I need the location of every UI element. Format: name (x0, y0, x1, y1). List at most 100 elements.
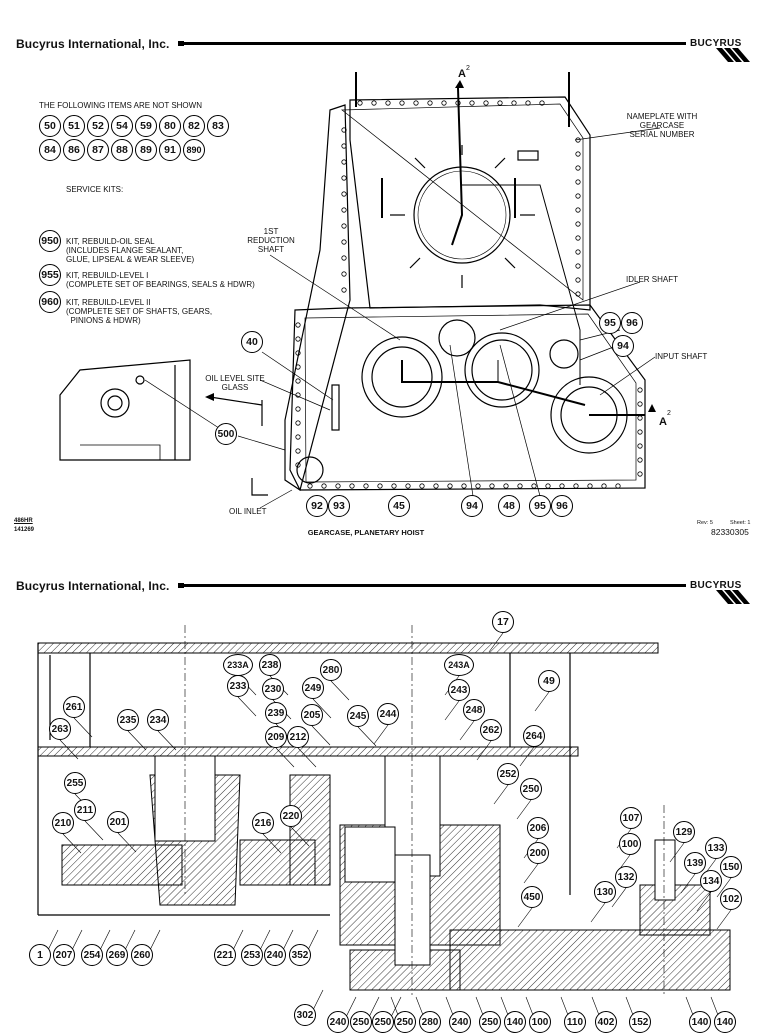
section-callout-220: 220 (280, 805, 302, 827)
not-shown-item-83: 83 (207, 115, 229, 137)
not-shown-item-54: 54 (111, 115, 133, 137)
section-callout-212: 212 (287, 726, 309, 748)
section-callout-129: 129 (673, 821, 695, 843)
section-callout-253: 253 (241, 944, 263, 966)
company-name-2: Bucyrus International, Inc. (16, 579, 170, 593)
first-reduction-shaft-label: 1ST REDUCTION SHAFT (247, 227, 295, 254)
gearcase-sheet: Bucyrus International, Inc. BUCYRUS THE … (14, 37, 751, 537)
planetary-section-drawing (37, 625, 732, 1024)
section-marker-right-sup: 2 (667, 410, 671, 417)
callout-95-right: 95 (599, 312, 621, 334)
section-callout-140: 140 (714, 1011, 736, 1033)
kit-960-callout: 960 (39, 291, 61, 313)
section-marker-top: A (458, 68, 466, 80)
section-callout-260: 260 (131, 944, 153, 966)
kit-955-text: KIT, REBUILD-LEVEL I (COMPLETE SET OF BE… (66, 271, 255, 289)
callout-48: 48 (498, 495, 520, 517)
section-view-sheet: Bucyrus International, Inc. BUCYRUS (0, 555, 768, 1033)
section-callout-110: 110 (564, 1011, 586, 1033)
section-callout-243: 243 (448, 679, 470, 701)
not-shown-heading: THE FOLLOWING ITEMS ARE NOT SHOWN (39, 101, 202, 110)
section-callout-239: 239 (265, 702, 287, 724)
not-shown-item-50: 50 (39, 115, 61, 137)
section-callout-255: 255 (64, 772, 86, 794)
section-callout-230: 230 (262, 678, 284, 700)
bucyrus-logo-icon-2 (716, 590, 750, 604)
section-callout-352: 352 (289, 944, 311, 966)
section-callout-269: 269 (106, 944, 128, 966)
section-callout-102: 102 (720, 888, 742, 910)
drawing-number: 82330305 (711, 527, 749, 537)
section-callout-209: 209 (265, 726, 287, 748)
footer-model: 486HR (14, 518, 33, 524)
oil-inlet-label: OIL INLET (229, 507, 267, 516)
section-callout-140: 140 (689, 1011, 711, 1033)
section-callout-132: 132 (615, 866, 637, 888)
kit-960-text: KIT, REBUILD-LEVEL II (COMPLETE SET OF S… (66, 298, 213, 325)
section-callout-221: 221 (214, 944, 236, 966)
not-shown-item-52: 52 (87, 115, 109, 137)
section-callout-302: 302 (294, 1004, 316, 1026)
not-shown-item-87: 87 (87, 139, 109, 161)
section-callout-234: 234 (147, 709, 169, 731)
section-callout-139: 139 (684, 852, 706, 874)
drawing-title: GEARCASE, PLANETARY HOIST (307, 528, 425, 537)
section-callout-250: 250 (350, 1011, 372, 1033)
kit-955-callout: 955 (39, 264, 61, 286)
callout-93: 93 (328, 495, 350, 517)
section-marker-right: A (659, 416, 667, 428)
bucyrus-logo-text-2: BUCYRUS (690, 580, 742, 591)
section-callout-249: 249 (302, 677, 324, 699)
section-callout-211: 211 (74, 799, 96, 821)
section-callout-200: 200 (527, 842, 549, 864)
section-callout-250: 250 (372, 1011, 394, 1033)
gearcase-drawing (59, 72, 661, 509)
section-callout-17: 17 (492, 611, 514, 633)
callout-96-right: 96 (621, 312, 643, 334)
section-callout-240: 240 (327, 1011, 349, 1033)
section-callout-245: 245 (347, 705, 369, 727)
callout-94-bottom: 94 (461, 495, 483, 517)
section-callout-252: 252 (497, 763, 519, 785)
section-callout-280: 280 (320, 659, 342, 681)
section-callout-233: 233 (227, 675, 249, 697)
section-callout-49: 49 (538, 670, 560, 692)
section-callout-133: 133 (705, 837, 727, 859)
section-callout-250: 250 (479, 1011, 501, 1033)
company-name: Bucyrus International, Inc. (16, 37, 170, 51)
section-callout-130: 130 (594, 881, 616, 903)
kit-950-text: KIT, REBUILD-OIL SEAL (INCLUDES FLANGE S… (66, 237, 195, 264)
section-callout-140: 140 (504, 1011, 526, 1033)
section-callout-238: 238 (259, 654, 281, 676)
section-callout-248: 248 (463, 699, 485, 721)
section-callout-210: 210 (52, 812, 74, 834)
not-shown-item-88: 88 (111, 139, 133, 161)
section-callout-243A: 243A (444, 654, 474, 676)
section-marker-top-sup: 2 (466, 65, 470, 72)
footer-sheet: Sheet: 1 (730, 520, 751, 526)
section-callout-261: 261 (63, 696, 85, 718)
not-shown-item-80: 80 (159, 115, 181, 137)
section-callout-233A: 233A (223, 654, 253, 676)
section-callout-216: 216 (252, 812, 274, 834)
callout-92: 92 (306, 495, 328, 517)
not-shown-item-84: 84 (39, 139, 61, 161)
section-callout-254: 254 (81, 944, 103, 966)
section-callout-207: 207 (53, 944, 75, 966)
callout-45: 45 (388, 495, 410, 517)
section-callout-134: 134 (700, 870, 722, 892)
kit-950-callout: 950 (39, 230, 61, 252)
section-callout-150: 150 (720, 856, 742, 878)
section-callout-280: 280 (419, 1011, 441, 1033)
section-callout-100: 100 (619, 833, 641, 855)
bucyrus-logo-icon (716, 48, 750, 62)
not-shown-item-89: 89 (135, 139, 157, 161)
section-callout-100: 100 (529, 1011, 551, 1033)
callout-40: 40 (241, 331, 263, 353)
section-callout-152: 152 (629, 1011, 651, 1033)
not-shown-item-890: 890 (183, 139, 205, 161)
section-callout-450: 450 (521, 886, 543, 908)
not-shown-item-91: 91 (159, 139, 181, 161)
section-callout-201: 201 (107, 811, 129, 833)
section-callout-262: 262 (480, 719, 502, 741)
